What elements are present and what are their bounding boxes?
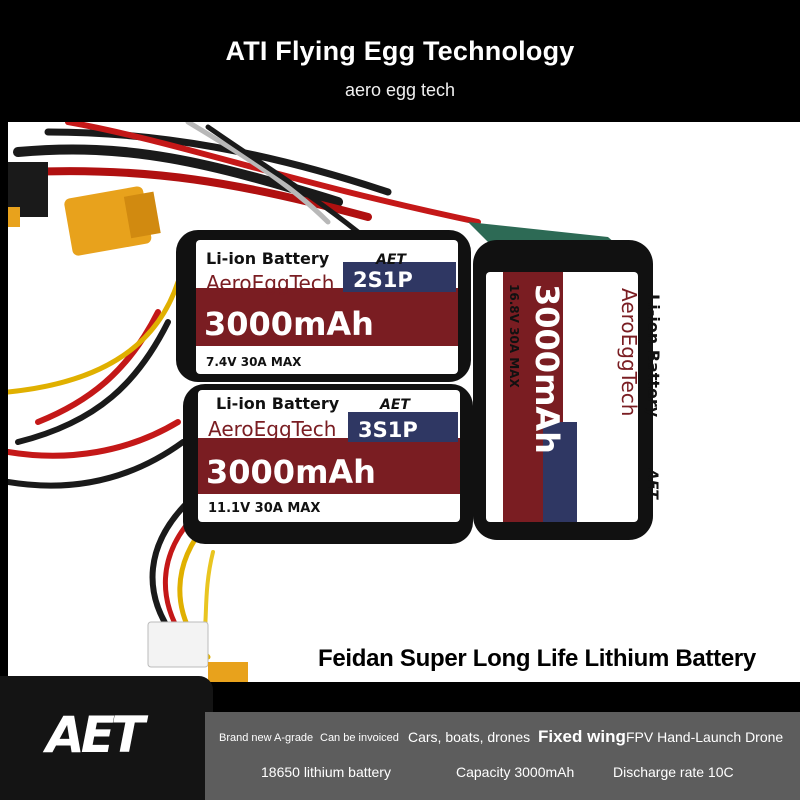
battery-illustration: Li-ion Battery AET AeroEggTech 2S1P 3000… xyxy=(8,122,663,682)
pack-4s-brand: AeroEggTech xyxy=(617,288,641,416)
brand-logo-panel: AET xyxy=(0,676,213,800)
page-title: ATI Flying Egg Technology xyxy=(225,36,575,66)
pack-3s-config: 3S1P xyxy=(358,418,418,442)
battery-pack-2s xyxy=(176,230,471,382)
pack-3s-brand: AeroEggTech xyxy=(208,417,336,441)
brand-logo: AET xyxy=(46,706,145,764)
feature-tags-bar: Brand new A-grade Can be invoiced Cars, … xyxy=(205,712,800,800)
tag-invoiced: Can be invoiced xyxy=(320,732,399,744)
pack-2s-config: 2S1P xyxy=(353,268,413,292)
pack-2s-brand: AeroEggTech xyxy=(206,271,334,295)
pack-3s-type: Li-ion Battery xyxy=(216,394,340,413)
product-caption: Feidan Super Long Life Lithium Battery xyxy=(318,645,756,672)
tag-fixed-wing: Fixed wing xyxy=(538,727,626,746)
product-photo: Li-ion Battery AET AeroEggTech 2S1P 3000… xyxy=(8,122,800,682)
pack-4s-config: 4S1P xyxy=(581,429,605,489)
pack-3s-spec: 11.1V 30A MAX xyxy=(208,501,320,516)
pack-4s-type: Li-ion Battery xyxy=(644,294,663,418)
pack-2s-capacity: 3000mAh xyxy=(204,305,374,343)
pack-3s-logo: AET xyxy=(379,397,411,413)
battery-pack-4s xyxy=(473,240,653,540)
pack-2s-type: Li-ion Battery xyxy=(206,249,330,268)
tag-discharge: Discharge rate 10C xyxy=(613,764,734,780)
tag-capacity: Capacity 3000mAh xyxy=(456,764,575,780)
balance-connector xyxy=(147,621,248,682)
tag-vehicles: Cars, boats, drones xyxy=(408,729,531,745)
pack-4s-spec: 16.8V 30A MAX xyxy=(507,284,521,388)
xt60-connector xyxy=(8,162,161,256)
pack-2s-spec: 7.4V 30A MAX xyxy=(206,355,302,369)
pack-3s-capacity: 3000mAh xyxy=(206,453,376,491)
page-subtitle: aero egg tech xyxy=(344,80,456,100)
pack-4s-capacity: 3000mAh xyxy=(528,284,566,454)
pack-4s-logo: AET xyxy=(644,468,660,500)
pack-2s-note: RCE area xyxy=(360,360,423,376)
tag-brand-new: Brand new A-grade xyxy=(219,732,314,744)
battery-pack-3s xyxy=(183,384,473,544)
tag-18650: 18650 lithium battery xyxy=(261,764,391,780)
tag-fpv: FPV Hand-Launch Drone xyxy=(626,729,784,745)
header-banner: ATI Flying Egg Technology aero egg tech xyxy=(0,0,800,122)
pack-2s-logo: AET xyxy=(375,252,407,268)
